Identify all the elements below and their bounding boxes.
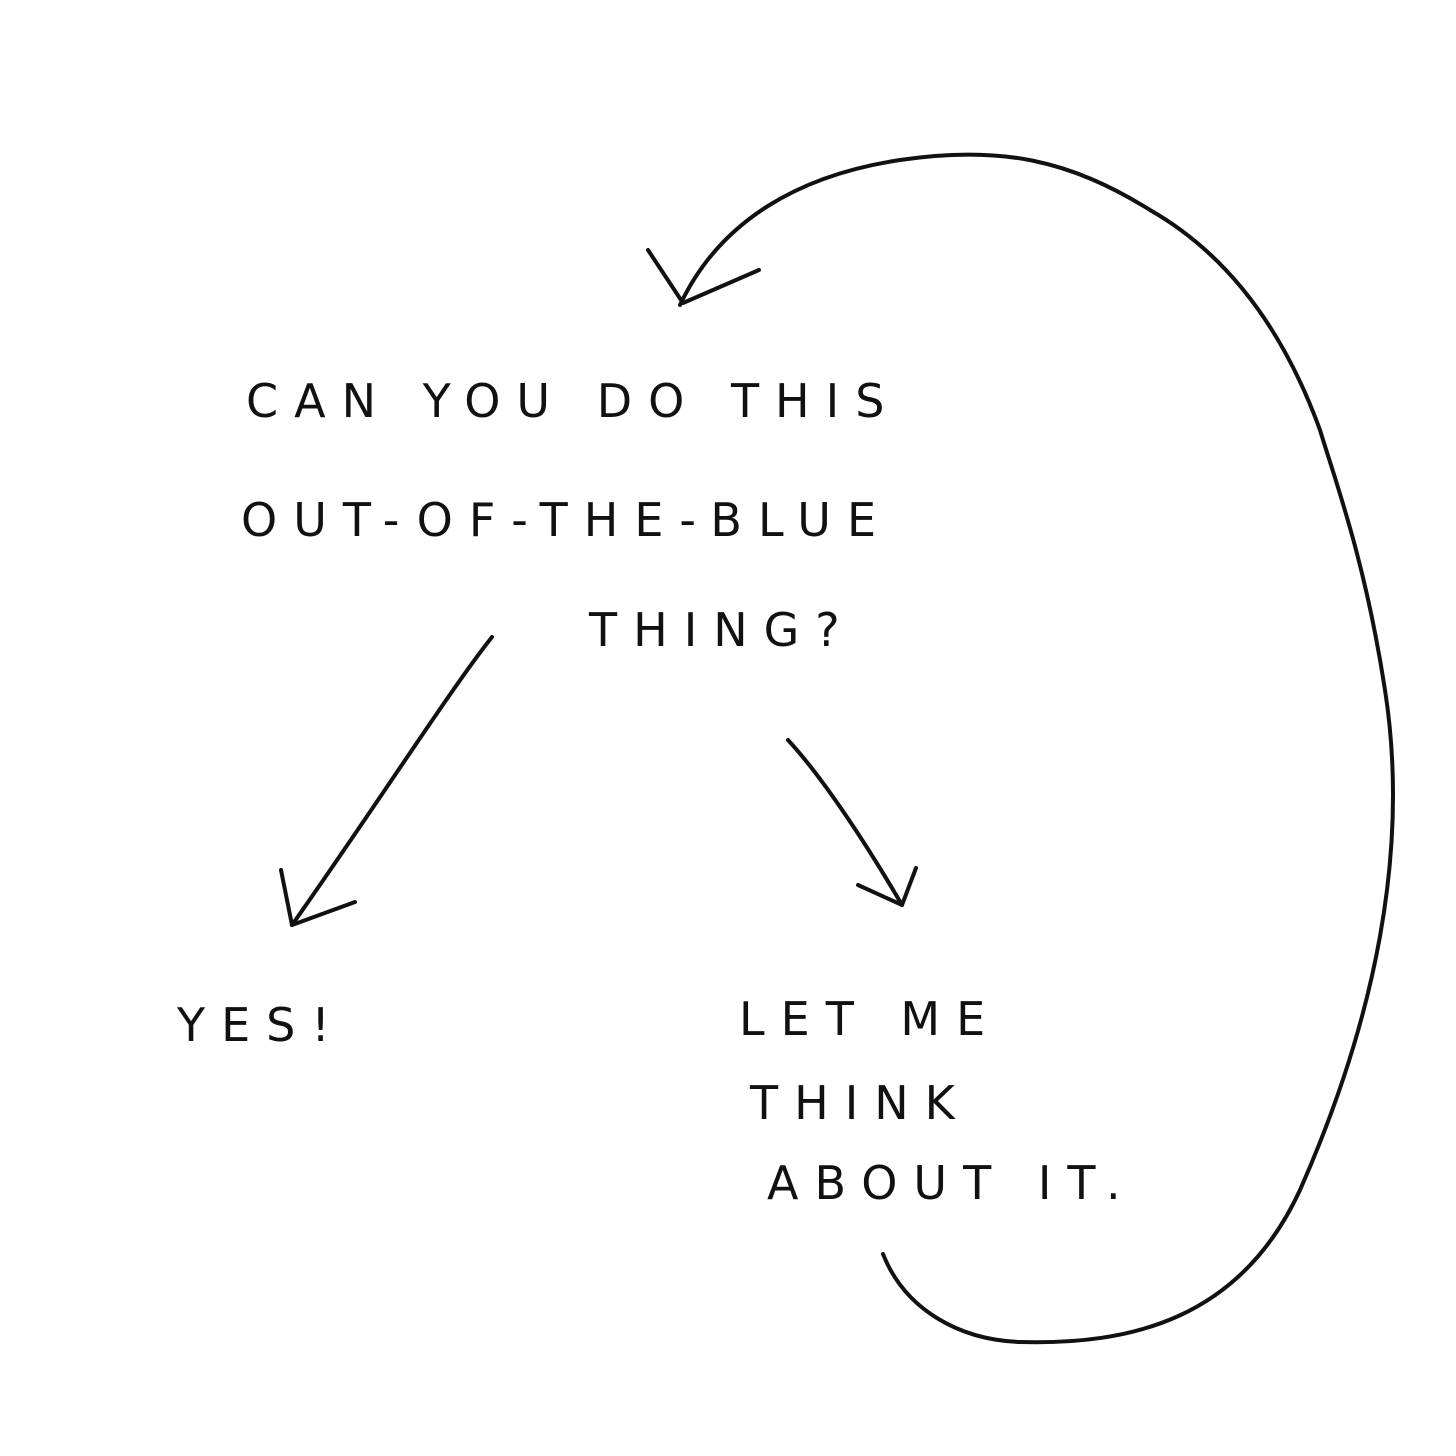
arrow-to-think (786, 738, 918, 907)
answer-think-line-2: THINK (750, 1076, 971, 1130)
arrow-to-yes (279, 635, 494, 927)
loop-back-arrow (646, 152, 1396, 1345)
question-line-1: CAN YOU DO THIS (246, 374, 901, 428)
answer-think-line-3: ABOUT IT. (767, 1156, 1137, 1210)
question-line-2: OUT-OF-THE-BLUE (241, 493, 893, 547)
question-line-3: THING? (589, 603, 856, 657)
answer-yes: YES! (177, 998, 346, 1052)
answer-think-line-1: LET ME (739, 992, 1002, 1046)
